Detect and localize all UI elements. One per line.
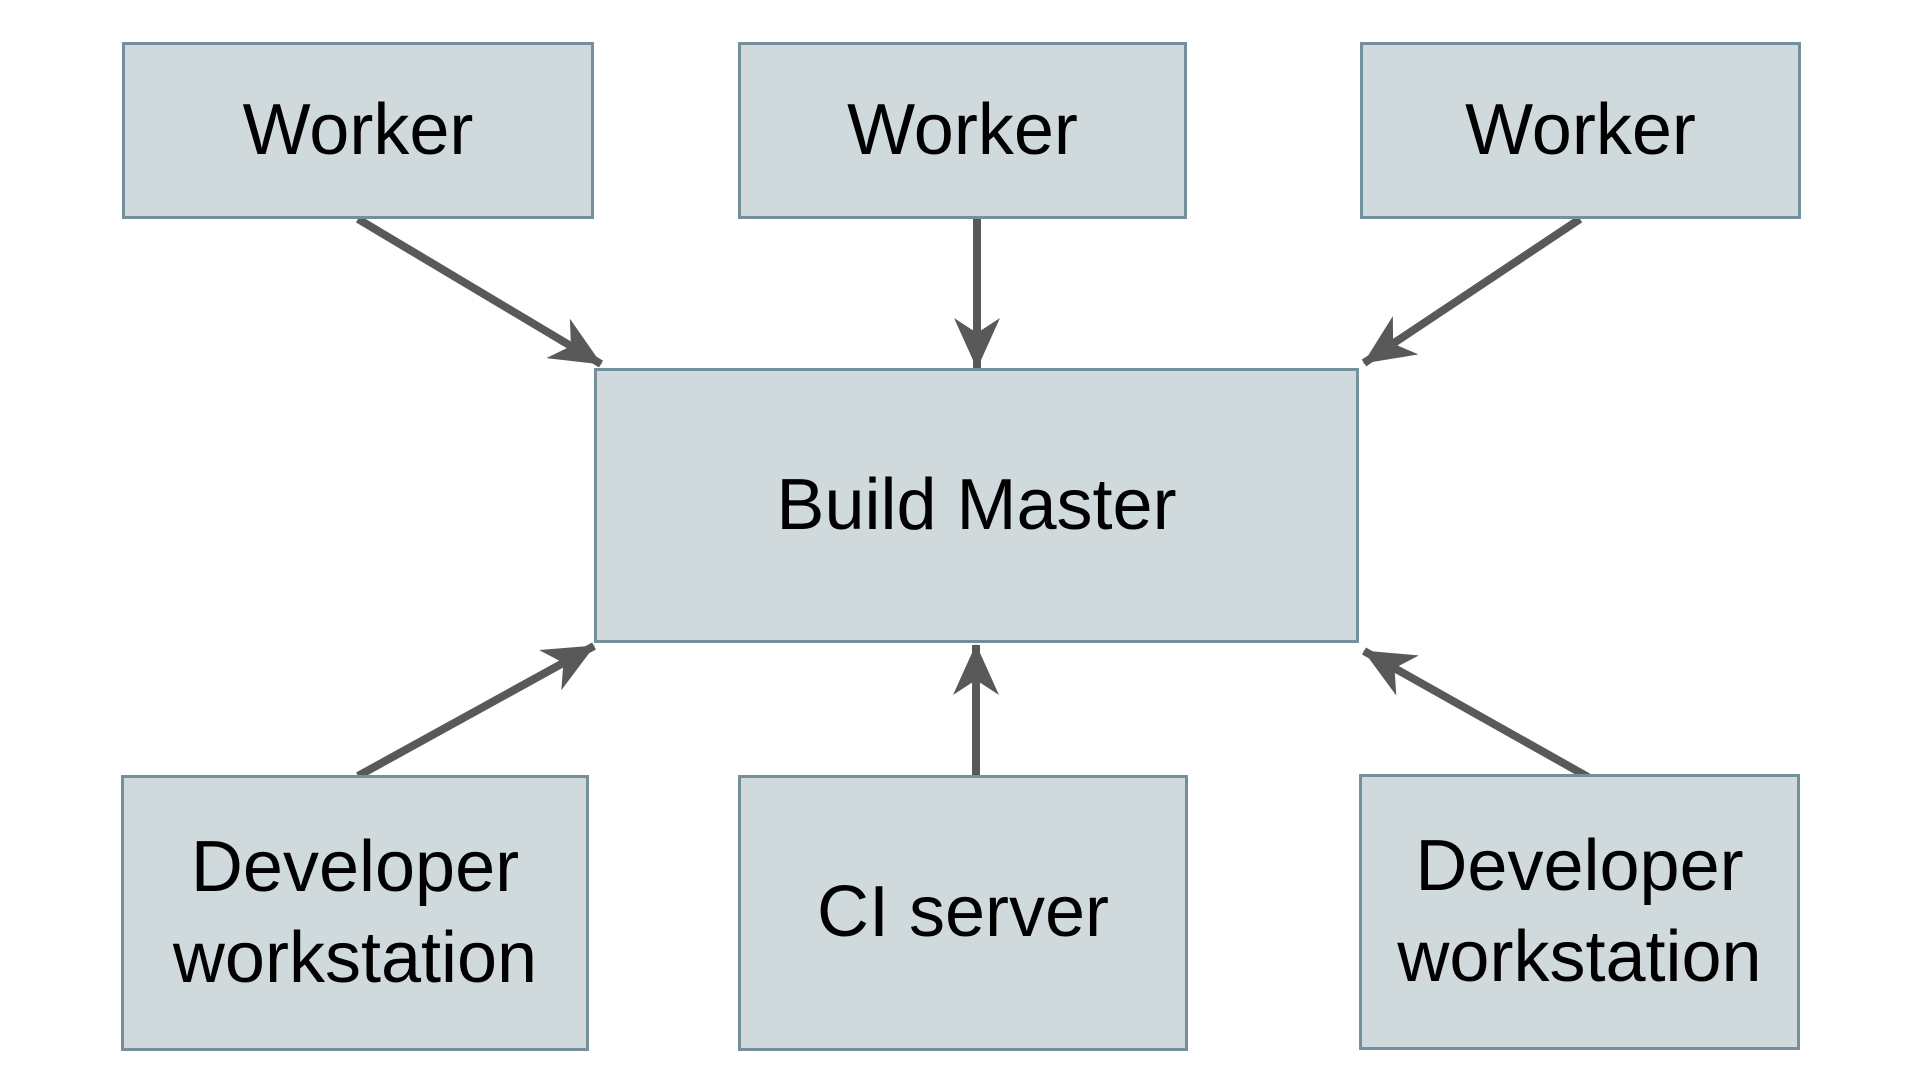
node-label: Worker (847, 89, 1078, 170)
arrow-developer-workstation-2-to-build-master (1362, 647, 1590, 781)
node-worker-1: Worker (122, 42, 594, 219)
node-developer-workstation-1: Developer workstation (121, 775, 589, 1051)
arrow-worker-3-to-build-master (1361, 215, 1583, 367)
arrow-developer-workstation-1-to-build-master (356, 642, 596, 780)
node-build-master: Build Master (594, 368, 1359, 643)
node-ci-server: CI server (738, 775, 1188, 1051)
node-label: CI server (816, 872, 1110, 953)
node-label: Developer workstation (172, 826, 538, 998)
node-worker-3: Worker (1360, 42, 1801, 219)
node-label: Worker (242, 89, 474, 170)
node-label: Worker (1465, 89, 1696, 170)
node-worker-2: Worker (738, 42, 1187, 219)
node-label: Developer workstation (1397, 825, 1762, 997)
node-developer-workstation-2: Developer workstation (1359, 774, 1800, 1050)
arrow-worker-1-to-build-master (355, 215, 604, 368)
node-label: Build Master (776, 464, 1177, 545)
